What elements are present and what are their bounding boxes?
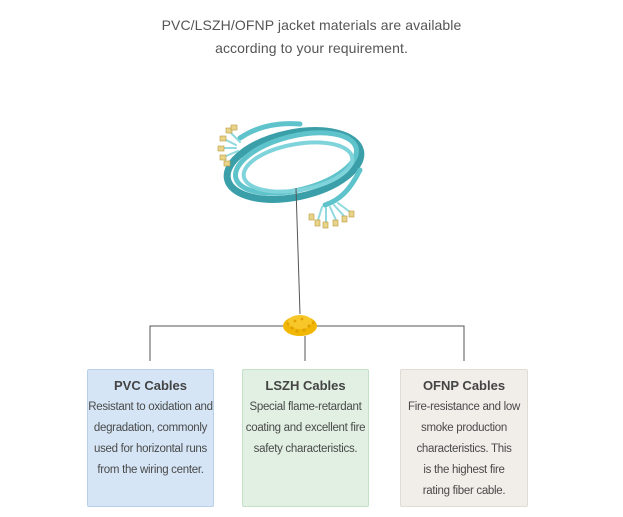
ofnp-card: OFNP Cables Fire-resistance and low smok…: [400, 369, 528, 507]
intro-text: PVC/LSZH/OFNP jacket materials are avail…: [0, 14, 623, 60]
pvc-desc-line: from the wiring center.: [97, 464, 204, 476]
ofnp-desc-line: Fire-resistance and low: [408, 401, 520, 413]
pvc-card-title: PVC Cables: [114, 378, 187, 393]
ofnp-card-description: Fire-resistance and low smoke production…: [401, 397, 527, 502]
lszh-desc-line: coating and excellent fire: [245, 422, 366, 434]
ofnp-desc-line: smoke production: [421, 422, 507, 434]
lszh-desc-line: Special flame-retardant: [249, 401, 362, 413]
connector-icons: [217, 124, 355, 229]
ofnp-desc-line: is the highest fire: [423, 464, 505, 476]
pvc-desc-line: Resistant to oxidation and: [88, 401, 213, 413]
lszh-card-title: LSZH Cables: [265, 378, 346, 393]
lszh-card: LSZH Cables Special flame-retardant coat…: [242, 369, 369, 507]
connector-line: [295, 187, 301, 315]
pvc-card-description: Resistant to oxidation and degradation, …: [88, 397, 213, 481]
branch-lines: [149, 325, 465, 361]
granules-icon: [283, 315, 317, 336]
ofnp-desc-line: rating fiber cable.: [422, 485, 506, 497]
ofnp-desc-line: characteristics. This: [416, 443, 512, 455]
fiber-cable-bundle: [217, 121, 365, 229]
ofnp-card-title: OFNP Cables: [422, 378, 506, 393]
intro-line-2: according to your requirement.: [215, 40, 408, 56]
lszh-card-description: Special flame-retardant coating and exce…: [243, 397, 368, 460]
lszh-desc-line: safety characteristics.: [253, 443, 358, 455]
intro-line-1: PVC/LSZH/OFNP jacket materials are avail…: [161, 17, 462, 33]
pvc-card: PVC Cables Resistant to oxidation and de…: [87, 369, 214, 507]
pvc-desc-line: used for horizontal runs: [94, 443, 207, 455]
pvc-desc-line: degradation, commonly: [93, 422, 208, 434]
